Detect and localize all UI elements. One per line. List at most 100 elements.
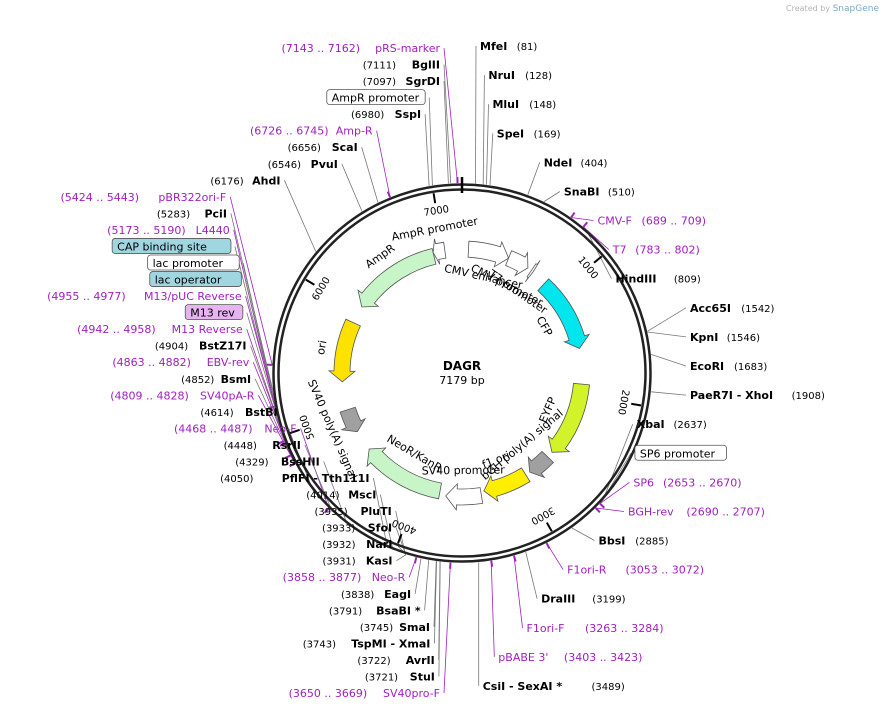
site-draiii[interactable]: DraIII(3199): [541, 593, 626, 606]
site-xbai[interactable]: XbaI(2637): [637, 418, 707, 431]
site-avrii[interactable]: AvrII(3722): [357, 654, 434, 667]
site-bstbi[interactable]: BstBI(4614): [200, 406, 277, 419]
site-bgh-rev[interactable]: BGH-rev(2690 .. 2707): [628, 505, 765, 518]
site-bsmi[interactable]: BsmI(4852): [181, 373, 251, 386]
site-cmv-f[interactable]: CMV-F(689 .. 709): [598, 215, 707, 228]
site-stui[interactable]: StuI(3721): [365, 670, 435, 683]
site-name: lac promoter: [153, 257, 224, 270]
site-mfei[interactable]: MfeI(81): [480, 40, 537, 53]
site-name: BstZ17I: [199, 340, 247, 353]
site-spei[interactable]: SpeI(169): [497, 127, 561, 140]
site-kasi[interactable]: KasI(3931): [322, 555, 392, 568]
site-neo-r[interactable]: Neo-R(3858 .. 3877): [283, 571, 406, 584]
site-position: (4468 .. 4487): [174, 422, 253, 435]
site-position: (3650 .. 3669): [289, 687, 368, 700]
connector-tspmi-xmai: [434, 561, 437, 644]
connector-mfei: [475, 45, 477, 184]
site-box: [326, 89, 426, 106]
site-mlui[interactable]: MluI (148): [492, 98, 556, 111]
site-kpni[interactable]: KpnI(1546): [690, 331, 760, 344]
site-bstz17i[interactable]: BstZ17I(4904): [155, 340, 247, 353]
site-ndei[interactable]: NdeI(404): [544, 156, 608, 169]
site-sp6-promoter[interactable]: SP6 promoter: [634, 444, 727, 461]
site-name: CMV-F: [598, 215, 632, 228]
site-position: (5283): [157, 209, 190, 220]
feature-sv40-poly-a-signal: [339, 406, 367, 433]
site-name: L4440: [196, 224, 230, 237]
site-name: BssHII: [281, 455, 320, 468]
site-position: (3858 .. 3877): [283, 571, 362, 584]
site-box: [184, 304, 244, 321]
site-lac-promoter[interactable]: lac promoter: [147, 254, 240, 271]
site-bbsi[interactable]: BbsI(2885): [598, 535, 668, 548]
site-smai[interactable]: SmaI(3745): [360, 621, 430, 634]
site-sp6[interactable]: SP6(2653 .. 2670): [633, 476, 741, 489]
site-f1ori-f[interactable]: F1ori-F(3263 .. 3284): [527, 622, 664, 635]
site-bglii[interactable]: BglII(7111): [363, 59, 440, 72]
connector-mlui: [486, 104, 489, 185]
site-hindiii[interactable]: HindIII(809): [615, 273, 700, 286]
site-neo-f[interactable]: Neo-F (4468 .. 4487): [174, 422, 297, 435]
site-ahdi[interactable]: AhdI(6176): [210, 174, 280, 187]
site-ampr-promoter[interactable]: AmpR promoter: [326, 89, 426, 106]
site-name: MluI: [492, 98, 519, 111]
site-ebv-rev[interactable]: EBV-rev(4863 .. 4882): [112, 356, 249, 369]
site-sfoi[interactable]: SfoI(3933): [322, 522, 392, 535]
site-name: DraIII: [541, 593, 575, 606]
site-position: (3791): [329, 606, 362, 617]
site-nrui[interactable]: NruI(128): [488, 69, 552, 82]
site-ecori[interactable]: EcoRI(1683): [690, 360, 767, 373]
site-msci[interactable]: MscI(4014): [306, 489, 376, 502]
connector-pbabe-3: [490, 560, 495, 657]
site-prs-marker[interactable]: pRS-marker(7143 .. 7162): [281, 42, 440, 55]
site-amp-r[interactable]: Amp-R(6726 .. 6745): [250, 125, 373, 138]
label-connector-lines: [229, 45, 687, 694]
site-t7[interactable]: T7(783 .. 802): [612, 244, 700, 257]
site-pbabe-3[interactable]: pBABE 3'(3403 .. 3423): [498, 651, 642, 664]
site-cap-binding-site[interactable]: CAP binding site: [111, 238, 232, 254]
connector-prs-marker: [443, 47, 458, 184]
primer-mark-neo-f: [323, 507, 330, 514]
site-sgrdi[interactable]: SgrDI(7097): [363, 75, 440, 88]
site-scai[interactable]: ScaI(6656): [288, 141, 358, 154]
site-lac-operator[interactable]: lac operator: [149, 271, 242, 287]
site-name: Neo-F: [264, 422, 296, 435]
connector-draiii: [525, 551, 538, 599]
site-name: NruI: [488, 69, 515, 82]
site-position: (6546): [268, 160, 301, 171]
site-f1ori-r[interactable]: F1ori-R(3053 .. 3072): [567, 564, 704, 577]
site-snabi[interactable]: SnaBI(510): [564, 185, 635, 198]
site-sspi[interactable]: SspI(6980): [351, 108, 421, 121]
site-rsrii[interactable]: RsrII(4448): [224, 439, 301, 452]
site-tspmi-xmai[interactable]: TspMI - XmaI(3743): [303, 637, 431, 650]
site-csii-sexai[interactable]: CsiI - SexAI *(3489): [483, 680, 625, 693]
site-position: (148): [529, 100, 556, 111]
site-nari[interactable]: NarI(3932): [322, 538, 392, 551]
site-sv40pro-f[interactable]: SV40pro-F (3650 .. 3669): [289, 687, 440, 700]
site-m13-puc-reverse[interactable]: M13/pUC Reverse(4955 .. 4977): [47, 290, 242, 303]
site-position: (7097): [363, 77, 396, 88]
site-pcii[interactable]: PciI(5283): [157, 207, 227, 220]
site-m13-rev[interactable]: M13 rev: [184, 304, 244, 321]
site-name: BglII: [412, 59, 440, 72]
tick-label-1000: 1000: [575, 255, 600, 282]
site-bsabi[interactable]: BsaBI *(3791): [329, 604, 421, 617]
site-name: SV40pro-F: [383, 687, 440, 700]
site-paer7i-xhoi[interactable]: PaeR7I - XhoI(1908): [690, 389, 825, 402]
connector-ahdi: [284, 180, 317, 252]
site-sv40pa-r[interactable]: SV40pA-R(4809 .. 4828): [110, 389, 255, 402]
site-acc65i[interactable]: Acc65I(1542): [690, 302, 775, 315]
connector-bsmi: [254, 378, 293, 459]
site-bsshii[interactable]: BssHII(4329): [235, 455, 319, 468]
site-eagi[interactable]: EagI(3838): [341, 588, 411, 601]
site-l4440[interactable]: L4440(5173 .. 5190): [107, 224, 230, 237]
site-pflfi-tth111i[interactable]: PflFI - Tth111I(4050): [220, 472, 369, 485]
site-name: SP6 promoter: [640, 447, 716, 460]
site-pvui[interactable]: PvuI(6546): [268, 158, 338, 171]
site-pbr322ori-f[interactable]: pBR322ori-F(5424 .. 5443): [60, 191, 226, 204]
site-pluti[interactable]: PluTI(3935): [314, 505, 391, 518]
site-m13-reverse[interactable]: M13 Reverse(4942 .. 4958): [77, 323, 243, 336]
plasmid-length: 7179 bp: [439, 374, 484, 387]
site-position: (510): [608, 187, 635, 198]
site-name: NdeI: [544, 156, 573, 169]
